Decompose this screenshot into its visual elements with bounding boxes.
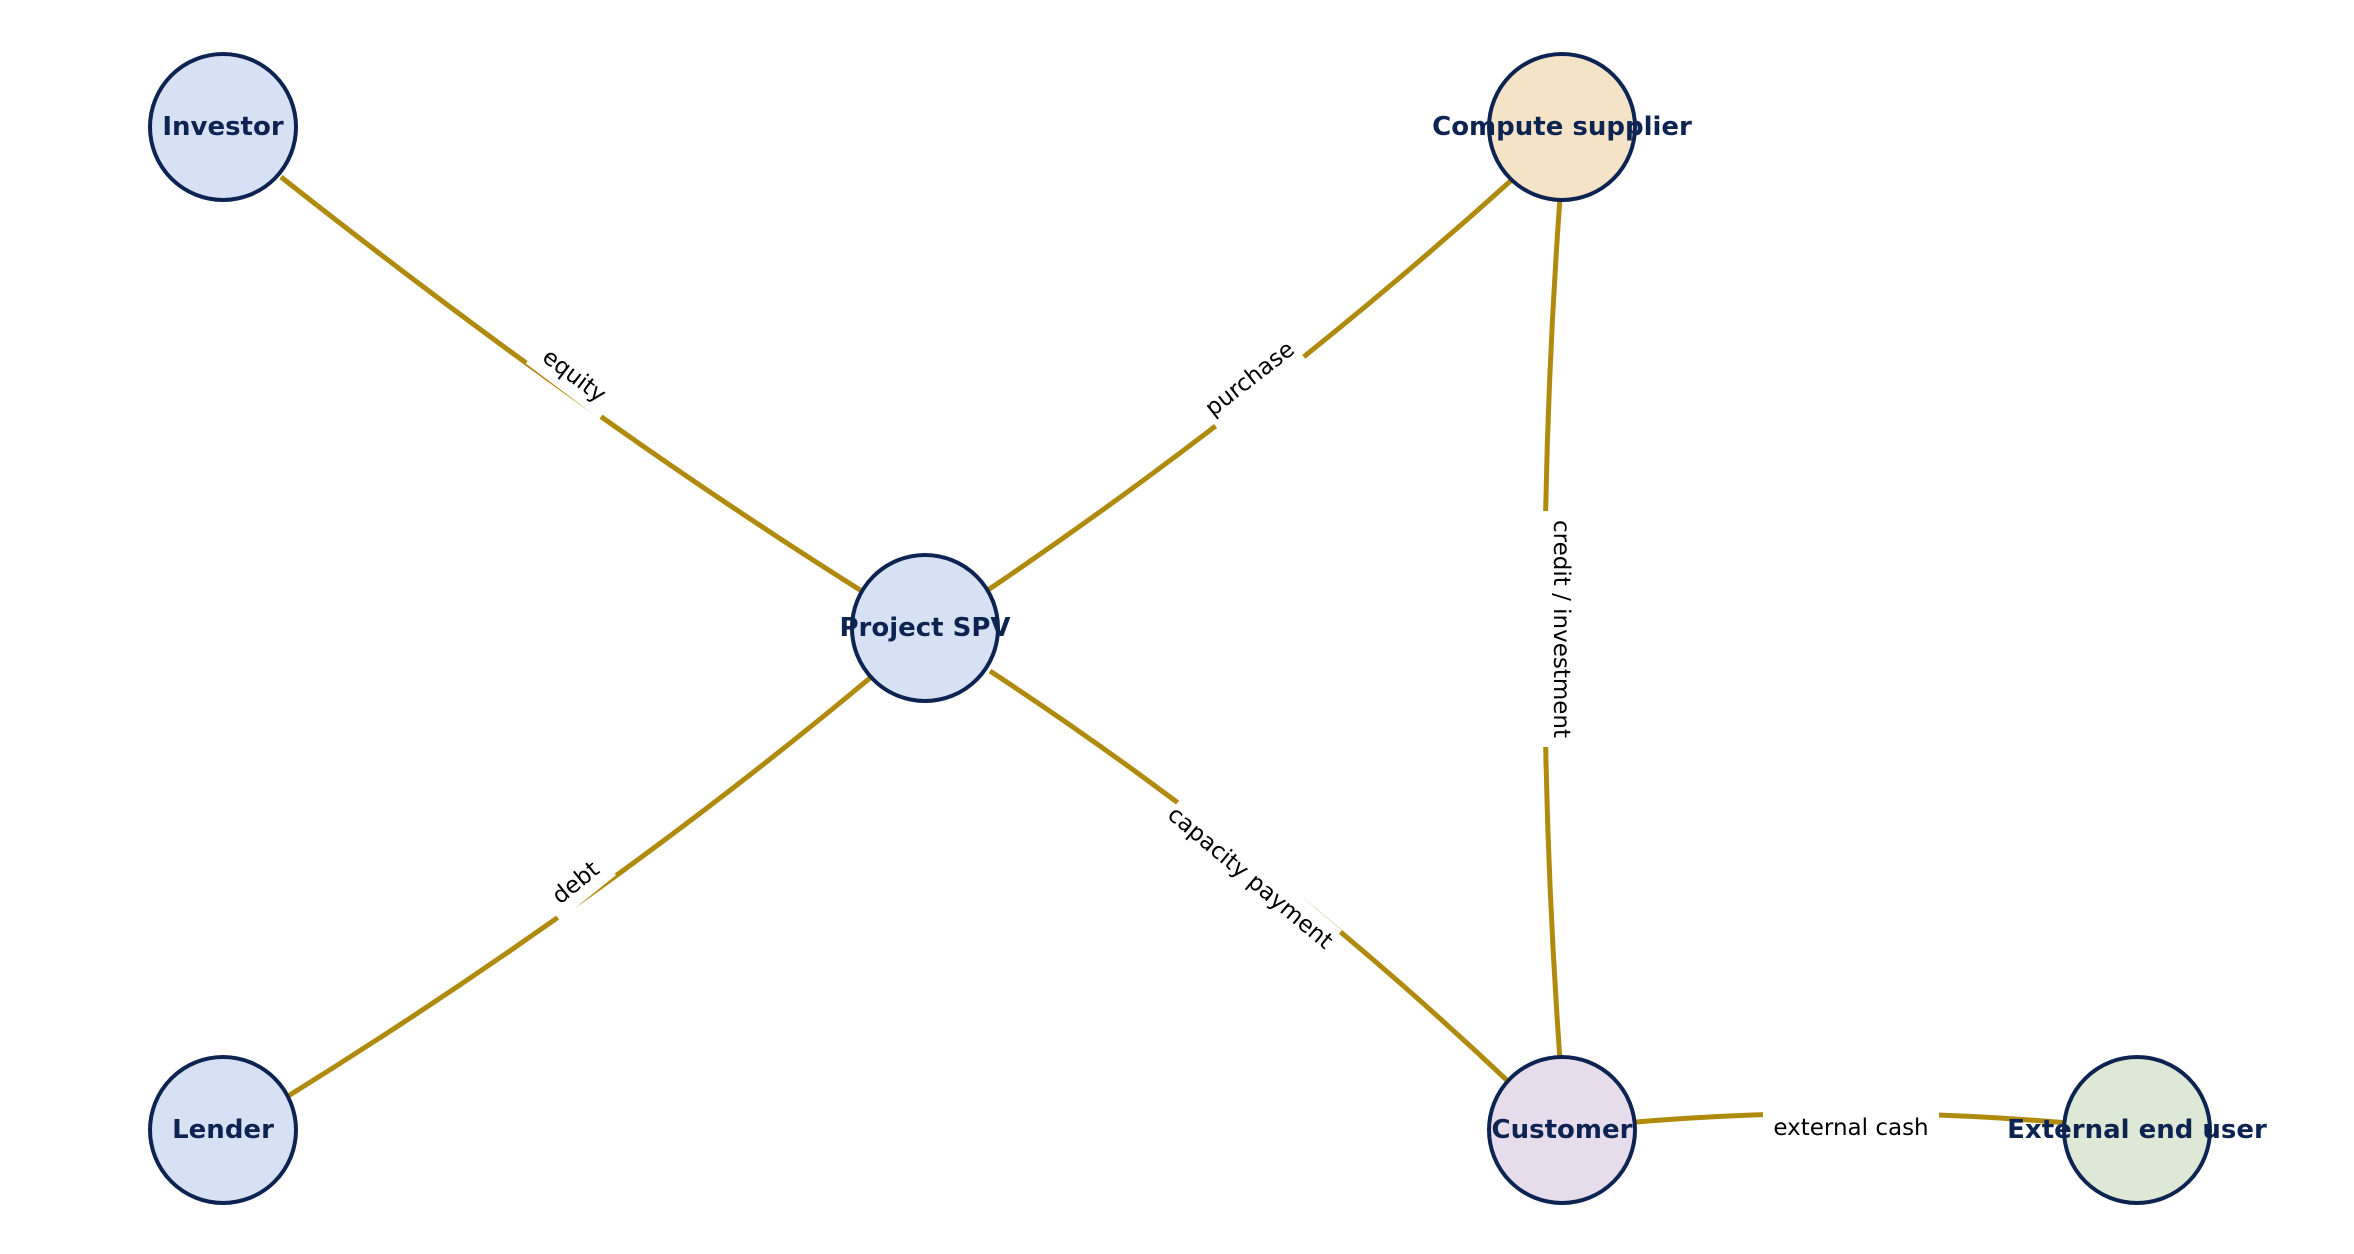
node-circle-customer bbox=[1487, 1055, 1637, 1205]
edge-label-bg-equity bbox=[525, 333, 623, 419]
node-customer: Customer bbox=[1487, 1055, 1637, 1205]
node-external-end-user: External end user bbox=[2007, 1055, 2267, 1205]
edge-label-external-cash: external cash bbox=[1773, 1115, 1928, 1141]
node-circle-project-spv bbox=[850, 553, 1000, 703]
node-circle-compute-supplier bbox=[1487, 52, 1637, 202]
edge-label-bg-purchase bbox=[1194, 329, 1306, 429]
edge-label-bg-external-cash bbox=[1763, 1109, 1939, 1147]
edge-label-bg-debt bbox=[536, 845, 616, 921]
edge-credit-investment: credit / investment bbox=[1542, 197, 1580, 1061]
node-label-external-end-user: External end user bbox=[2007, 1115, 2267, 1145]
node-label-investor: Investor bbox=[162, 112, 284, 142]
edge-debt: debt bbox=[283, 676, 872, 1101]
node-label-project-spv: Project SPV bbox=[839, 613, 1010, 643]
node-compute-supplier: Compute supplier bbox=[1432, 52, 1692, 202]
node-circle-investor bbox=[148, 52, 298, 202]
edge-label-bg-capacity-payment bbox=[1158, 796, 1342, 960]
node-label-customer: Customer bbox=[1492, 1115, 1633, 1145]
edge-external-cash: external cash bbox=[1635, 1109, 2069, 1147]
node-label-lender: Lender bbox=[172, 1115, 274, 1145]
node-project-spv: Project SPV bbox=[839, 553, 1011, 703]
node-circle-lender bbox=[148, 1055, 298, 1205]
node-label-compute-supplier: Compute supplier bbox=[1432, 112, 1692, 142]
nodes: Investor Compute supplier Project SPV Le… bbox=[148, 52, 2267, 1205]
edge-label-bg-credit-investment bbox=[1542, 511, 1580, 747]
edge-label-credit-investment: credit / investment bbox=[1548, 520, 1574, 738]
node-lender: Lender bbox=[148, 1055, 298, 1205]
node-circle-external-end-user bbox=[2062, 1055, 2212, 1205]
node-investor: Investor bbox=[148, 52, 298, 202]
